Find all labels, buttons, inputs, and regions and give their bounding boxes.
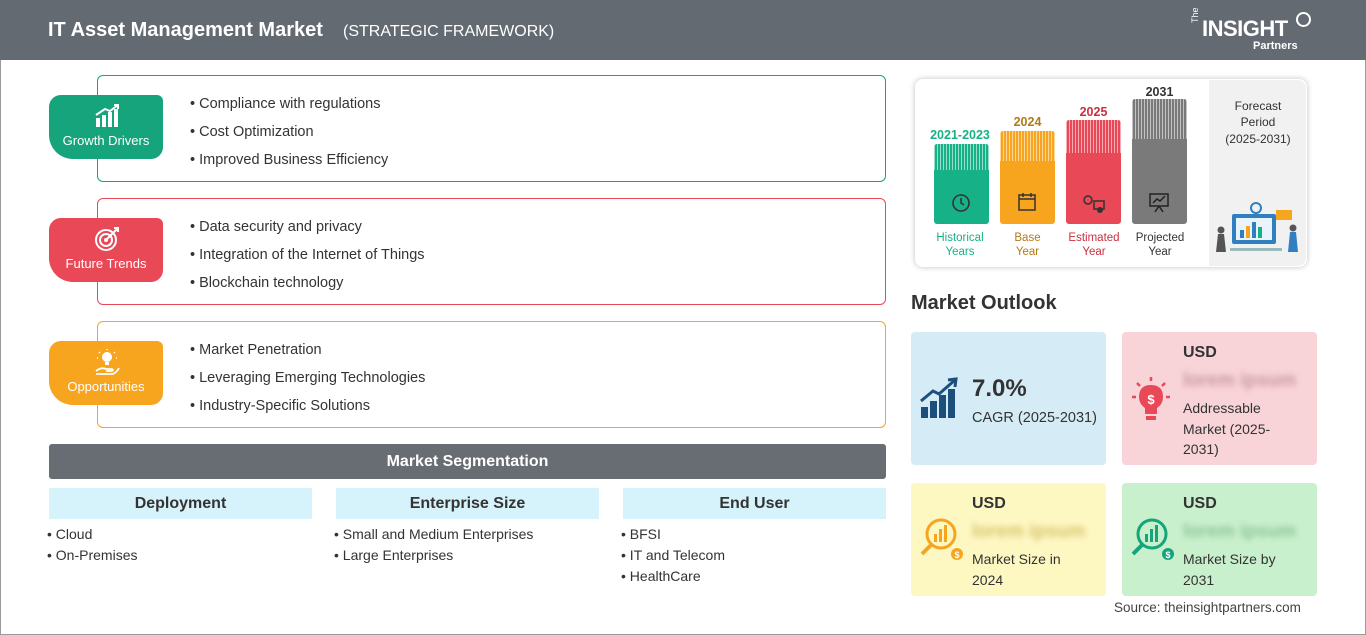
svg-text:$: $ xyxy=(954,550,959,560)
list-item: • Leveraging Emerging Technologies xyxy=(190,370,426,386)
year-base: 2024 xyxy=(1013,115,1042,129)
list-item: • Improved Business Efficiency xyxy=(190,152,389,168)
magnifier-chart-icon: $ xyxy=(920,518,963,560)
size-2024-desc: Market Size in 2024 xyxy=(972,551,1061,588)
year-historical: 2021-2023 xyxy=(930,128,990,142)
future-trends-list: • Data security and privacy • Integratio… xyxy=(190,216,425,300)
list-item: • Blockchain technology xyxy=(190,275,344,291)
logo-bulb-icon xyxy=(1296,12,1311,27)
growth-drivers-list: • Compliance with regulations • Cost Opt… xyxy=(190,93,388,177)
year-estimated: 2025 xyxy=(1079,105,1108,119)
page-subtitle: (STRATEGIC FRAMEWORK) xyxy=(343,23,555,40)
segment-list-end-user: • BFSI • IT and Telecom • HealthCare xyxy=(621,524,725,587)
svg-text:$: $ xyxy=(1147,392,1155,407)
presentation-icon xyxy=(1149,193,1169,213)
size-2031-usd: USD xyxy=(1183,495,1217,512)
size-2024-value-blurred: lorem ipsum xyxy=(972,521,1085,542)
list-item: • Large Enterprises xyxy=(334,547,454,563)
growth-drivers-label: Growth Drivers xyxy=(62,133,150,148)
size-2031-value-blurred: lorem ipsum xyxy=(1183,521,1296,542)
segment-list-deployment: • Cloud • On-Premises xyxy=(47,524,137,566)
target-icon xyxy=(95,227,119,251)
forecast-line-3: (2025-2031) xyxy=(1225,132,1291,146)
list-item: • Compliance with regulations xyxy=(190,96,381,112)
bar-estimated xyxy=(1066,120,1121,224)
market-segmentation-header: Market Segmentation xyxy=(49,444,886,479)
list-item: • Cost Optimization xyxy=(190,124,314,140)
size-2024-usd: USD xyxy=(972,495,1006,512)
forecast-line-1: Forecast xyxy=(1234,99,1282,113)
market-size-2024-tile: $ USD lorem ipsum Market Size in 2024 xyxy=(911,483,1106,596)
analytics-people-illustration-icon xyxy=(1216,202,1298,252)
lightbulb-dollar-icon: $ xyxy=(1132,377,1170,420)
header-bar: IT Asset Management Market (STRATEGIC FR… xyxy=(0,0,1366,60)
list-item: • IT and Telecom xyxy=(621,547,726,563)
segment-list-enterprise-size: • Small and Medium Enterprises • Large E… xyxy=(334,524,533,566)
market-outlook-title: Market Outlook xyxy=(911,292,1057,314)
growth-chart-icon xyxy=(920,377,958,418)
bar-projected xyxy=(1132,99,1187,224)
bar-base xyxy=(1000,131,1055,224)
opportunities-list: • Market Penetration • Leveraging Emergi… xyxy=(190,339,425,423)
list-item: • Small and Medium Enterprises xyxy=(334,526,534,542)
size-2031-desc: Market Size by 2031 xyxy=(1183,551,1276,588)
opportunities-label: Opportunities xyxy=(67,379,145,394)
segment-heading-enterprise-size: Enterprise Size xyxy=(336,488,599,519)
list-item: • On-Premises xyxy=(47,547,138,563)
segment-heading-deployment: Deployment xyxy=(49,488,312,519)
future-trends-badge: Future Trends xyxy=(49,218,163,282)
segment-heading-end-user: End User xyxy=(623,488,886,519)
bar-chart-growth-icon xyxy=(95,104,119,127)
magnifier-growth-icon: $ xyxy=(1131,518,1174,560)
cagr-value: 7.0% xyxy=(972,375,1027,402)
future-trends-label: Future Trends xyxy=(65,256,147,271)
opportunities-badge: Opportunities xyxy=(49,341,163,405)
addressable-usd: USD xyxy=(1183,344,1217,361)
forecast-line-2: Period xyxy=(1240,115,1276,129)
logo-the: The xyxy=(1190,7,1200,23)
insight-partners-logo[interactable]: The INSIGHT Partners xyxy=(1190,7,1320,54)
source-text[interactable]: Source: theinsightpartners.com xyxy=(1114,600,1301,615)
list-item: • HealthCare xyxy=(621,568,701,584)
addressable-market-tile: $ USD lorem ipsum Addressable Market (20… xyxy=(1122,332,1317,465)
cagr-label: CAGR (2025-2031) xyxy=(972,410,1097,426)
future-trends-card: • Data security and privacy • Integratio… xyxy=(97,198,886,305)
addressable-value-blurred: lorem ipsum xyxy=(1183,370,1296,391)
list-item: • BFSI xyxy=(621,526,661,542)
growth-drivers-card: • Compliance with regulations • Cost Opt… xyxy=(97,75,886,182)
cagr-tile: 7.0% CAGR (2025-2031) xyxy=(911,332,1106,465)
addressable-desc: Addressable Market (2025-2031) xyxy=(1183,400,1271,457)
page-title: IT Asset Management Market xyxy=(48,19,323,41)
list-item: • Data security and privacy xyxy=(190,219,362,235)
list-item: • Cloud xyxy=(47,526,93,542)
svg-text:$: $ xyxy=(1165,550,1170,560)
bar-historical xyxy=(934,144,989,224)
list-item: • Integration of the Internet of Things xyxy=(190,247,425,263)
opportunities-card: • Market Penetration • Leveraging Emergi… xyxy=(97,321,886,428)
history-icon xyxy=(952,194,970,212)
logo-insight: INSIGHT xyxy=(1202,16,1288,41)
market-size-2031-tile: $ USD lorem ipsum Market Size by 2031 xyxy=(1122,483,1317,596)
growth-drivers-badge: Growth Drivers xyxy=(49,95,163,159)
calendar-icon xyxy=(1018,193,1036,211)
list-item: • Industry-Specific Solutions xyxy=(190,398,370,414)
lightbulb-hand-icon xyxy=(95,349,120,375)
year-projected: 2031 xyxy=(1145,85,1174,99)
gears-chart-icon xyxy=(1083,195,1105,213)
list-item: • Market Penetration xyxy=(190,342,322,358)
logo-partners: Partners xyxy=(1253,40,1298,52)
